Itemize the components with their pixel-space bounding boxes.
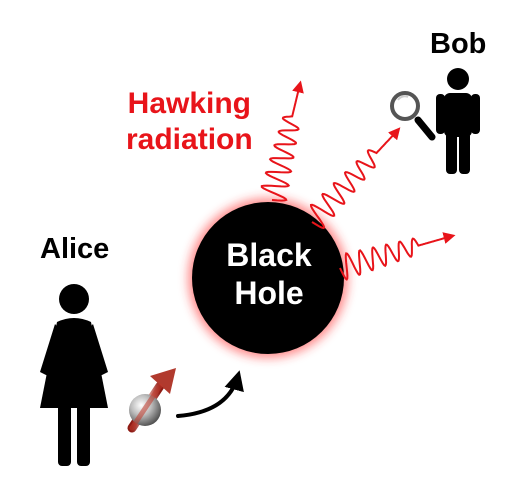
woman-icon [40, 284, 108, 466]
black-hole [188, 198, 348, 358]
alice-label: Alice [40, 233, 110, 265]
infall-arrow [176, 370, 244, 418]
black-hole-label-line2: Hole [234, 275, 304, 311]
hawking-radiation-label: Hawking radiation [126, 86, 253, 158]
hawking-label-line1: Hawking [127, 87, 252, 120]
radiation-ray-up [260, 80, 304, 202]
man-icon [436, 68, 480, 174]
bob-label: Bob [430, 28, 487, 60]
black-hole-body [192, 202, 344, 354]
radiation-ray-to-bob [309, 127, 401, 230]
spin-particle-icon [127, 368, 176, 433]
hawking-radiation-rays [260, 80, 456, 281]
black-hole-label: Black Hole [210, 236, 328, 312]
black-hole-label-line1: Black [226, 237, 312, 273]
hawking-label-line2: radiation [126, 123, 253, 156]
magnifier-icon [390, 91, 436, 141]
radiation-ray-right [339, 232, 456, 281]
